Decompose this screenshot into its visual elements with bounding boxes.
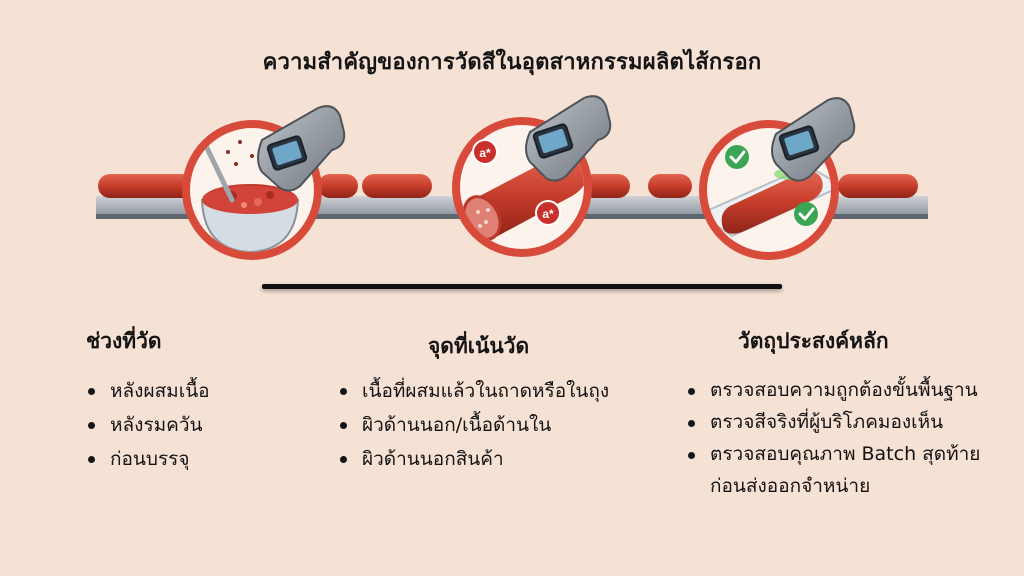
list-item: ตรวจสอบความถูกต้องขั้นพื้นฐาน xyxy=(686,374,986,406)
column-main-objective: วัตถุประสงค์หลัก ตรวจสอบความถูกต้องขั้นพ… xyxy=(686,325,986,502)
sausage-icon xyxy=(721,171,823,234)
scene-packaged-sausage xyxy=(699,97,856,260)
bullet-list: ตรวจสอบความถูกต้องขั้นพื้นฐาน ตรวจสีจริง… xyxy=(686,374,986,502)
process-illustration: a* a* xyxy=(96,95,928,260)
section-divider xyxy=(262,284,782,289)
a-star-label-2: a* xyxy=(535,200,561,226)
list-item: หลังผสมเนื้อ xyxy=(86,374,210,408)
bowl-icon xyxy=(200,143,300,252)
list-item: ผิวด้านนอกสินค้า xyxy=(338,442,609,476)
list-item: ผิวด้านนอก/เนื้อด้านใน xyxy=(338,408,609,442)
sausage-icon xyxy=(318,174,358,198)
column-measurement-stage: ช่วงที่วัด หลังผสมเนื้อ หลังรมควัน ก่อนบ… xyxy=(86,325,210,476)
check-icon xyxy=(794,202,818,226)
column-heading: วัตถุประสงค์หลัก xyxy=(738,329,889,353)
a-star-label-1: a* xyxy=(472,139,498,165)
belt-sausages xyxy=(98,174,918,198)
list-item: เนื้อที่ผสมแล้วในถาดหรือในถุง xyxy=(338,374,609,408)
scene2-label: a* xyxy=(479,146,491,160)
list-item: ก่อนบรรจุ xyxy=(86,442,210,476)
scene-cut-sausage: a* a* xyxy=(452,95,612,257)
sausage-icon xyxy=(582,174,630,198)
column-heading: ช่วงที่วัด xyxy=(86,329,162,353)
check-icon xyxy=(725,145,749,169)
bullet-list: หลังผสมเนื้อ หลังรมควัน ก่อนบรรจุ xyxy=(86,374,210,476)
sausage-icon xyxy=(362,174,432,198)
scene-mixing-bowl xyxy=(182,105,346,260)
colorimeter-icon xyxy=(525,95,612,182)
sausage-icon xyxy=(648,174,692,198)
list-item: ตรวจสอบคุณภาพ Batch สุดท้ายก่อนส่งออกจำห… xyxy=(686,438,986,502)
list-item: หลังรมควัน xyxy=(86,408,210,442)
column-measurement-point: จุดที่เน้นวัด เนื้อที่ผสมแล้วในถาดหรือใน… xyxy=(338,330,609,476)
sausage-icon xyxy=(838,174,918,198)
page-title: ความสำคัญของการวัดสีในอุตสาหกรรมผลิตไส้ก… xyxy=(262,50,762,75)
colorimeter-icon xyxy=(771,97,856,182)
list-item: ตรวจสีจริงที่ผู้บริโภคมองเห็น xyxy=(686,406,986,438)
scene2-label: a* xyxy=(542,207,554,221)
colorimeter-icon xyxy=(257,105,346,192)
column-heading: จุดที่เน้นวัด xyxy=(428,334,530,358)
bullet-list: เนื้อที่ผสมแล้วในถาดหรือในถุง ผิวด้านนอก… xyxy=(338,374,609,476)
